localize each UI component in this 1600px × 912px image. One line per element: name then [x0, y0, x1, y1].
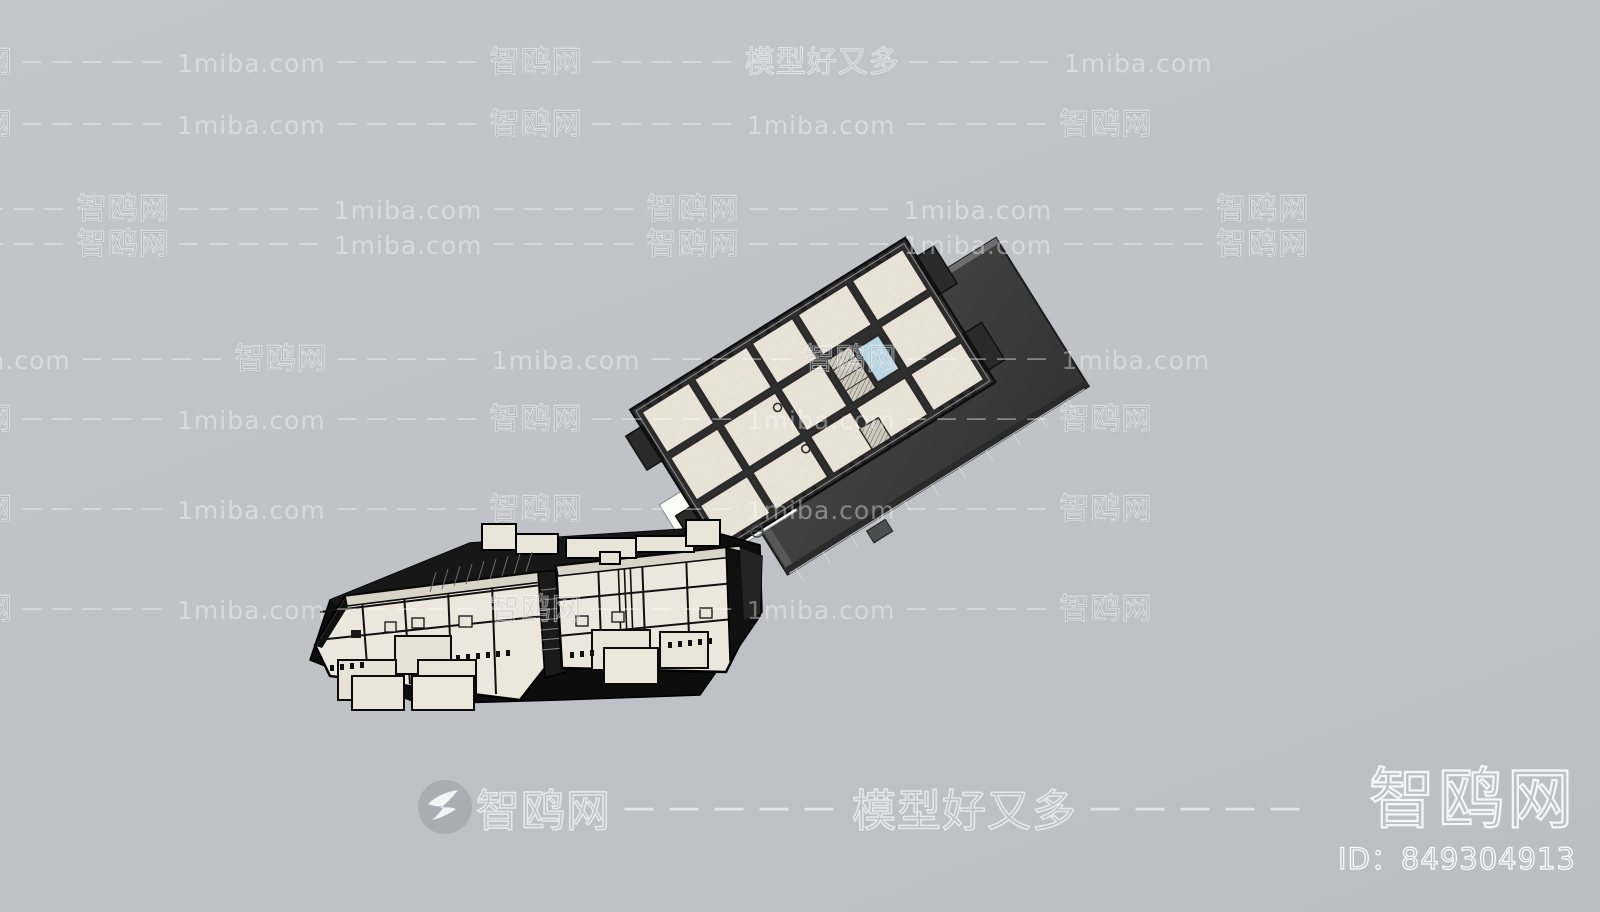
id-badge-brand: 智鸥网: [1368, 761, 1576, 839]
rooftop-volumes: [481, 519, 721, 565]
id-badge-number: ID：849304913: [1337, 841, 1576, 876]
id-badge: 智鸥网 ID：849304913: [1337, 761, 1576, 878]
stair-core: [824, 344, 878, 405]
right-wing-facade: [554, 544, 748, 685]
lift-core: [855, 333, 902, 384]
building-floorplate: [624, 236, 1006, 556]
lower-building-perspective: [309, 519, 763, 711]
upper-building-roof-plan: [624, 236, 1091, 581]
roof-slats: [429, 551, 533, 593]
origin-axis-marker: [750, 524, 764, 538]
left-wing-facade: [313, 570, 547, 711]
